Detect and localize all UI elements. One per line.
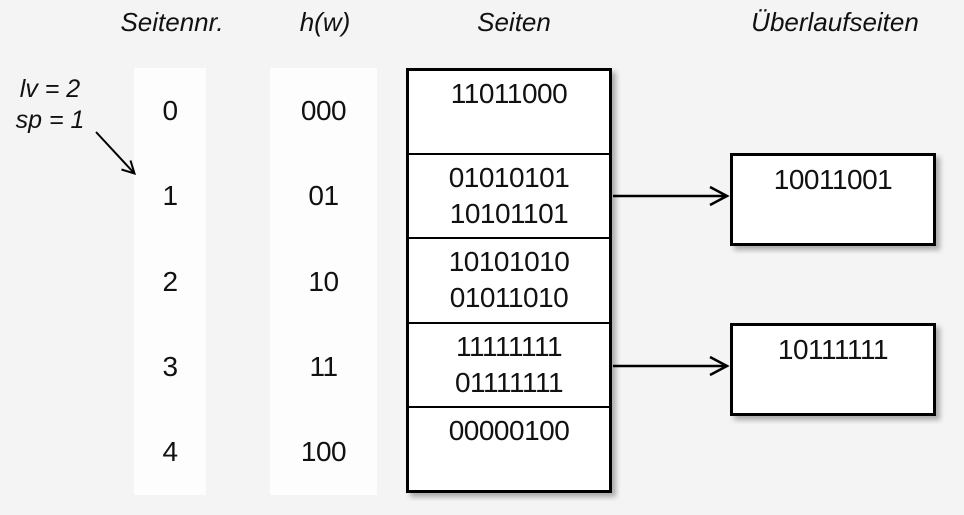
column-header-ueberlaufseiten: Überlaufseiten [751, 7, 919, 37]
page-row-2: 10101010 01011010 [409, 237, 609, 321]
overflow-entry: 10011001 [773, 164, 893, 195]
page-row-0: 11011000 [409, 71, 609, 153]
hash-value-column: 000 01 10 11 100 [270, 68, 377, 495]
page-entry: 10101010 [448, 246, 570, 278]
seitennr-column: 0 1 2 3 4 [134, 68, 206, 495]
page-entry: 11111111 [455, 330, 563, 362]
annotation-arrow [95, 131, 137, 176]
column-header-seiten: Seiten [477, 7, 551, 37]
hash-value-3: 11 [309, 350, 338, 382]
hash-value-0: 000 [300, 94, 347, 126]
seitennr-value-1: 1 [162, 180, 178, 212]
page-entry: 11011000 [450, 78, 568, 109]
seitennr-value-3: 3 [162, 350, 178, 382]
page-entry: 01010101 [448, 162, 570, 194]
seitennr-value-0: 0 [162, 94, 178, 126]
page-entry: 00000100 [448, 414, 570, 446]
annotation-sp: sp = 1 [15, 106, 85, 134]
overflow-page-row1: 10011001 [730, 153, 936, 246]
hash-value-2: 10 [308, 265, 339, 297]
page-entry: 10101101 [449, 198, 569, 230]
page-row-3: 11111111 01111111 [409, 321, 609, 406]
hash-value-1: 01 [308, 180, 339, 212]
page-row-4: 00000100 [409, 405, 609, 490]
page-entry: 01111111 [454, 366, 564, 398]
page-row-1: 01010101 10101101 [409, 153, 609, 237]
state-annotation: lv = 2 sp = 1 [6, 74, 94, 136]
overflow-entry: 10111111 [777, 334, 889, 365]
seitennr-value-4: 4 [162, 436, 178, 468]
arrow-row1-to-overflow [613, 185, 730, 207]
overflow-page-row3: 10111111 [730, 323, 936, 416]
pages-table: 11011000 01010101 10101101 10101010 0101… [406, 68, 612, 493]
hash-value-4: 100 [300, 436, 347, 468]
column-header-hash-function: h(w) [299, 7, 351, 37]
column-header-seitennr: Seitennr. [120, 7, 224, 37]
annotation-lv: lv = 2 [19, 75, 81, 103]
seitennr-value-2: 2 [162, 265, 178, 297]
arrow-row3-to-overflow [613, 355, 730, 377]
page-entry: 01011010 [449, 282, 569, 314]
